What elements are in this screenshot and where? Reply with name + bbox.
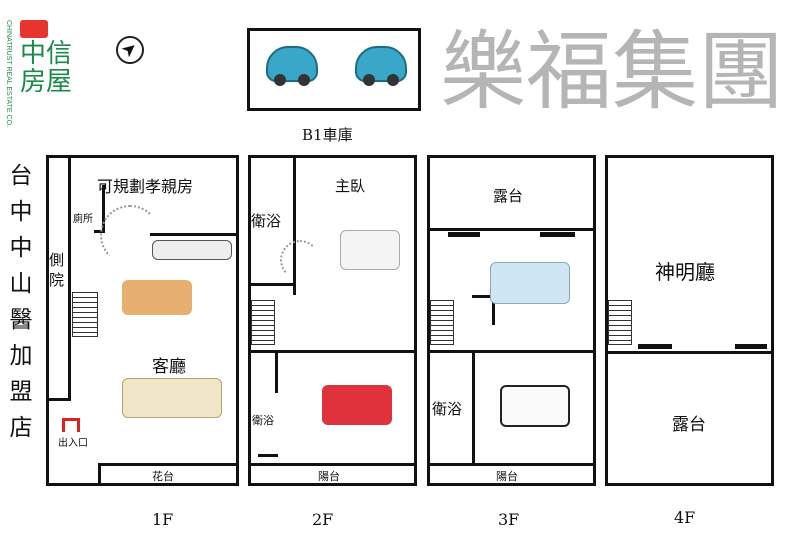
garage (247, 28, 421, 111)
floor-1f (46, 155, 239, 486)
room-bath: 衛浴 (251, 212, 282, 230)
watermark: 樂福集團 (440, 22, 784, 122)
logo: CHINATRUST REAL ESTATE CO. 中信房屋 (4, 18, 80, 133)
floor-4f (605, 155, 774, 486)
floor-2f (248, 155, 417, 486)
floor-label-2f: 2F (312, 510, 334, 529)
stairs (608, 300, 632, 345)
stairs (251, 300, 275, 345)
room-balcony: 陽台 (318, 470, 340, 483)
room-planter: 花台 (152, 470, 174, 483)
room-balcony-3f: 陽台 (496, 470, 518, 483)
floor-label-1f: 1F (152, 510, 174, 529)
car-icon (355, 46, 407, 86)
room-toilet: 廁所 (73, 214, 93, 225)
stairs (430, 300, 454, 345)
room-side-yard: 側院 (49, 251, 65, 289)
room-terrace-4f: 露台 (672, 415, 706, 435)
bed (340, 230, 400, 270)
kitchen-counter (152, 240, 232, 260)
dining-table (122, 280, 192, 315)
compass-icon: ➤ (110, 30, 150, 70)
room-living: 客廳 (152, 357, 186, 377)
car-icon (266, 46, 318, 86)
logo-badge-icon (20, 20, 48, 38)
floor-label-3f: 3F (498, 510, 520, 529)
store-name: 台中中山醫加盟店 (9, 163, 33, 441)
floor-label-4f: 4F (674, 508, 696, 527)
garage-label: B1車庫 (302, 126, 353, 144)
bed (490, 262, 570, 304)
logo-english: CHINATRUST REAL ESTATE CO. (5, 20, 12, 127)
room-bath-3f: 衛浴 (432, 400, 463, 418)
entrance-icon (62, 418, 80, 432)
room-elder: 可規劃孝親房 (97, 177, 194, 196)
entrance-label: 出入口 (58, 438, 88, 449)
floor-3f (427, 155, 596, 486)
room-master: 主臥 (335, 177, 366, 195)
room-shrine: 神明廳 (655, 260, 715, 284)
stairs (72, 292, 98, 337)
sofa (122, 378, 222, 418)
logo-name: 中信房屋 (20, 39, 73, 97)
bed (322, 385, 392, 425)
bed (500, 385, 570, 427)
room-bath-2: 衛浴 (252, 414, 274, 427)
room-terrace-3f: 露台 (493, 187, 524, 205)
